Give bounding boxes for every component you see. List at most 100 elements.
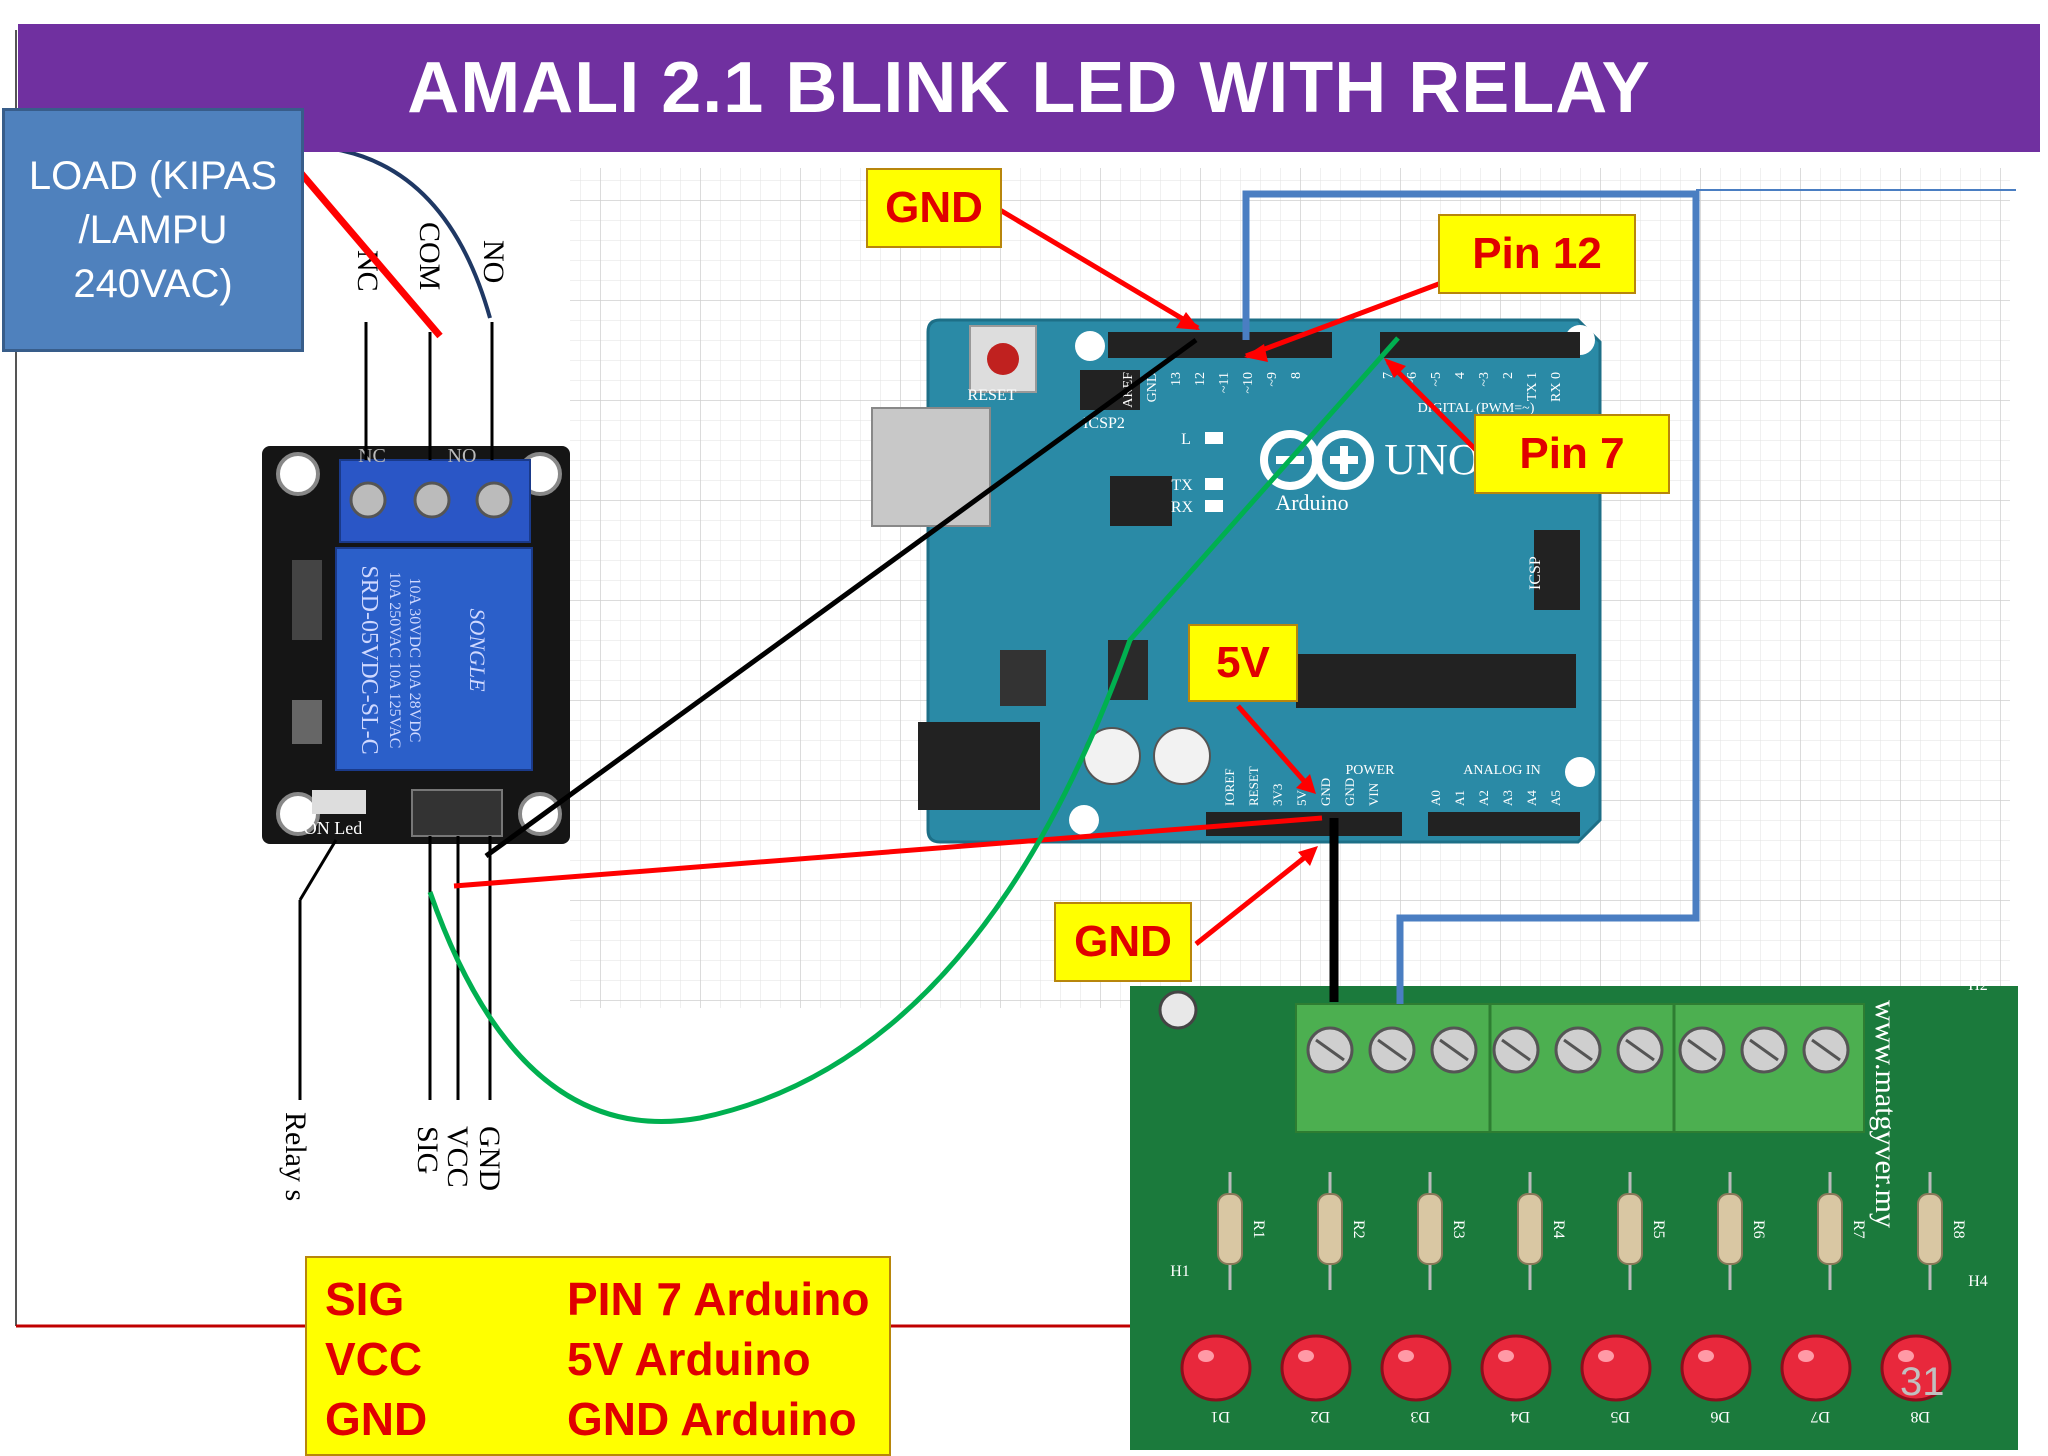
resistor-body [1317, 1193, 1343, 1265]
resistor-body [1617, 1193, 1643, 1265]
led [1480, 1334, 1552, 1402]
resistor-label: R4 [1550, 1220, 1567, 1239]
led-label: D6 [1710, 1408, 1730, 1425]
arduino-pin-label: ~9 [1265, 372, 1280, 387]
led [1280, 1334, 1352, 1402]
terminal-screw-slot [1563, 1038, 1593, 1062]
arrowhead-gnd-top [1176, 312, 1200, 330]
led-highlight [1498, 1350, 1514, 1362]
arduino-power-pin-label: 5V [1294, 790, 1309, 807]
led-board-h2: H2 [1968, 977, 1988, 994]
arrowhead-gnd-bottom [1298, 846, 1318, 866]
wire-sig-green [427, 336, 1400, 1124]
arduino-power-pin-label: GND [1318, 778, 1333, 806]
arduino-power-pin-label: IOREF [1222, 768, 1237, 806]
callout-gnd-bottom: GND [1054, 902, 1192, 982]
led [1680, 1334, 1752, 1402]
led-label: D8 [1910, 1408, 1930, 1425]
terminal-screw-slot [1811, 1038, 1841, 1062]
resistor-label: R6 [1750, 1220, 1767, 1239]
callout-pin12-text: Pin 12 [1472, 229, 1602, 278]
callout-5v: 5V [1188, 624, 1298, 702]
legend-from-sig: SIG [325, 1273, 405, 1325]
led-highlight [1898, 1350, 1914, 1362]
callout-gnd-top: GND [866, 168, 1002, 248]
relay-side-label: Relay s [279, 1112, 312, 1201]
relay-spec-1: 10A 250VAC 10A 125VAC [386, 572, 403, 749]
arduino-analog-pin-label: A2 [1476, 790, 1491, 806]
load-box: LOAD (KIPAS /LAMPU 240VAC) [2, 108, 304, 352]
callout-gnd-top-text: GND [885, 183, 983, 232]
led-board-h4: H4 [1968, 1273, 1988, 1290]
arduino-power-pin-label: VIN [1366, 782, 1381, 806]
led-highlight [1798, 1350, 1814, 1362]
led-label: D2 [1310, 1408, 1330, 1425]
arduino-icsp2-label: ICSP2 [1083, 415, 1125, 432]
callout-pin12: Pin 12 [1438, 214, 1636, 294]
callout-5v-text: 5V [1216, 638, 1270, 687]
pin-label-sig: SIG [411, 1126, 444, 1174]
led [1880, 1334, 1952, 1402]
arduino-analog-pin-label: A0 [1428, 790, 1443, 806]
arduino-analog-pin-label: A4 [1524, 790, 1539, 806]
arrow-gnd-bottom [1194, 848, 1316, 946]
terminal-screw-slot [1501, 1038, 1531, 1062]
terminal-screw-slot [1315, 1038, 1345, 1062]
arduino-analog-label: ANALOG IN [1463, 763, 1540, 778]
legend-from-vcc: VCC [325, 1333, 423, 1385]
callout-gnd-bottom-text: GND [1074, 917, 1172, 966]
load-line-1: LOAD (KIPAS [28, 154, 278, 198]
arduino-pin-label: 4 [1453, 372, 1468, 379]
wire-5v-red [453, 815, 1323, 889]
arrow-gnd-top [998, 207, 1200, 331]
wire-gnd-black [484, 337, 1198, 859]
arduino-icsp-label: ICSP [1527, 556, 1544, 590]
led [1780, 1334, 1852, 1402]
arduino-power-pin-label: GND [1342, 778, 1357, 806]
pin-label-vcc: VCC [441, 1126, 474, 1188]
legend-to-sig: PIN 7 Arduino [567, 1273, 870, 1325]
arduino-model-label: UNO [1384, 435, 1479, 484]
arduino-reset-label: RESET [968, 387, 1017, 404]
resistor-label: R7 [1850, 1220, 1867, 1239]
arduino-brand-label: Arduino [1275, 490, 1348, 515]
led-highlight [1198, 1350, 1214, 1362]
arduino-pin-label: 12 [1193, 372, 1208, 386]
arduino-pin-label: 13 [1169, 372, 1184, 386]
arduino-pin-label: 7 [1381, 372, 1396, 379]
terminal-screw-slot [1625, 1038, 1655, 1062]
led-label: D3 [1410, 1408, 1430, 1425]
module-nc-label: NC [358, 445, 386, 467]
resistor-body [1917, 1193, 1943, 1265]
pin-label-gnd: GND [473, 1126, 506, 1191]
resistor-label: R2 [1350, 1220, 1367, 1239]
arduino-led-label: L [1181, 431, 1191, 448]
relay-spec-2: 10A 30VDC 10A 28VDC [406, 578, 423, 743]
terminal-label-com: COM [413, 222, 446, 290]
load-line-2: /LAMPU [78, 208, 228, 252]
page-title: AMALI 2.1 BLINK LED WITH RELAY [407, 48, 1651, 128]
led [1580, 1334, 1652, 1402]
lead-status [298, 839, 338, 901]
resistor-body [1517, 1193, 1543, 1265]
relay-model-label: SRD-05VDC-SL-C [356, 565, 382, 754]
wire-pin12-blue [1242, 190, 1700, 1004]
terminal-screw-slot [1439, 1038, 1469, 1062]
arduino-analog-pin-label: A5 [1548, 790, 1563, 806]
led-label: D4 [1510, 1408, 1530, 1425]
arduino-pin-label: ~5 [1429, 372, 1444, 387]
module-no-label: NO [448, 445, 477, 467]
legend-to-vcc: 5V Arduino [567, 1333, 811, 1385]
legend-to-gnd: GND Arduino [567, 1393, 857, 1445]
arduino-rx-label: RX [1171, 499, 1194, 516]
resistor-label: R3 [1450, 1220, 1467, 1239]
led-highlight [1698, 1350, 1714, 1362]
resistor-body [1417, 1193, 1443, 1265]
led [1380, 1334, 1452, 1402]
arduino-pin-label: TX 1 [1525, 372, 1540, 401]
status-led-label: ON Led [304, 818, 362, 838]
relay-module [262, 446, 570, 844]
arduino-gnd-label: GND [1145, 372, 1160, 402]
